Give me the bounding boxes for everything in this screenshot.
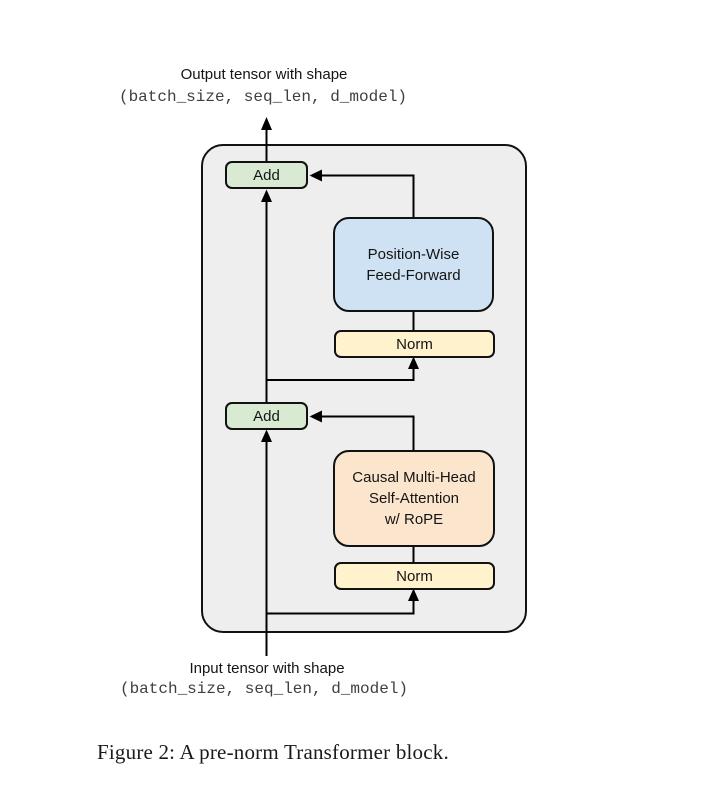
feed-forward-block: Position-Wise Feed-Forward <box>333 217 494 312</box>
attention-block: Causal Multi-Head Self-Attention w/ RoPE <box>333 450 495 547</box>
figure-caption: Figure 2: A pre-norm Transformer block. <box>97 740 449 764</box>
add-block-top-label: Add <box>253 166 280 184</box>
feed-forward-label-line2: Feed-Forward <box>366 266 461 284</box>
feed-forward-label-line1: Position-Wise <box>367 245 460 263</box>
add-block-bottom-label: Add <box>253 407 280 425</box>
norm-block-top-label: Norm <box>396 335 433 353</box>
add-block-bottom: Add <box>225 402 308 430</box>
input-tensor-label: Input tensor with shape <box>189 660 345 677</box>
attention-label-line1: Causal Multi-Head <box>352 469 476 486</box>
output-tensor-shape: (batch_size, seq_len, d_model) <box>118 88 408 106</box>
input-tensor-shape: (batch_size, seq_len, d_model) <box>119 680 409 698</box>
norm-block-top: Norm <box>334 330 495 358</box>
norm-block-bottom: Norm <box>334 562 495 590</box>
output-tensor-label: Output tensor with shape <box>180 66 348 83</box>
norm-block-bottom-label: Norm <box>396 567 433 585</box>
attention-label-line3: w/ RoPE <box>384 511 444 528</box>
add-block-top: Add <box>225 161 308 189</box>
attention-label-line2: Self-Attention <box>368 490 460 507</box>
